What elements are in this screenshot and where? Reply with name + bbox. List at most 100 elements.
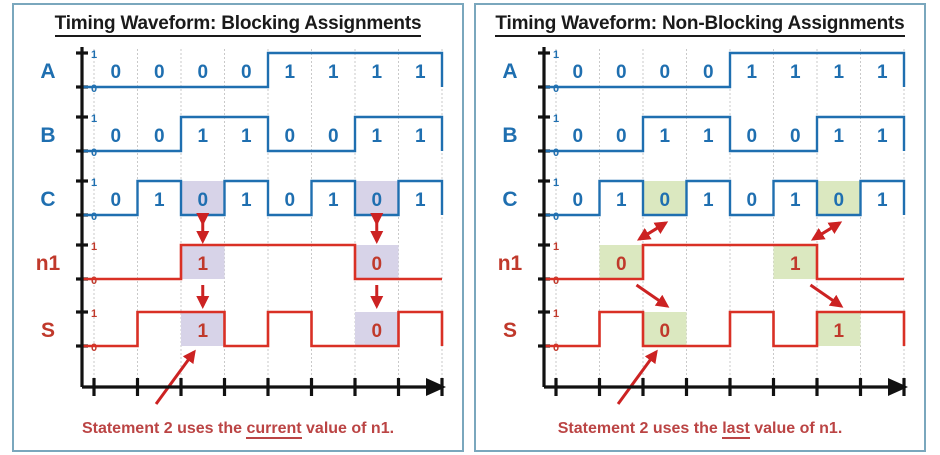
cell-value: 0 [616,126,627,147]
signal-label-B: B [502,124,517,147]
time-axis-arrowhead [888,378,908,396]
cell-value: 0 [572,62,583,83]
signal-label-B: B [40,124,55,147]
cell-value: 1 [790,254,801,275]
axis-label-high: 1 [91,241,97,253]
cell-value: 0 [154,126,165,147]
cell-value: 1 [877,62,888,83]
cell-value: 0 [790,126,801,147]
caption-before: Statement 2 uses the [557,420,723,437]
axes [542,47,908,396]
panel-caption-blocking: Statement 2 uses the current value of n1… [14,420,462,439]
highlight-cell [773,245,817,279]
waveform-path-C [82,179,444,217]
cell-value: 1 [616,190,627,211]
cell-value: 1 [241,190,252,211]
panel-caption-non-blocking: Statement 2 uses the last value of n1. [476,420,924,439]
cell-value: 1 [833,126,844,147]
cell-value: 0 [284,126,295,147]
cell-value: 1 [790,62,801,83]
highlight-cell [599,245,643,279]
panel-title-text: Timing Waveform: Blocking Assignments [54,13,422,37]
cell-value: 0 [659,190,670,211]
cell-value: 0 [703,62,714,83]
cell-value: 0 [746,126,757,147]
arrow-diag-down-right [635,283,670,308]
cell-value: 0 [371,190,382,211]
cell-value: 1 [877,190,888,211]
caption-underlined: last [722,420,750,439]
cell-value: 0 [154,62,165,83]
annotation-arrows [616,221,844,405]
caption-underlined: current [246,420,302,439]
cell-value: 0 [371,254,382,275]
cell-value: 0 [659,62,670,83]
cell-value: 1 [241,126,252,147]
cell-value: 1 [415,190,426,211]
axis-label-low: 0 [553,211,559,223]
annotation-arrows [154,212,384,405]
axes [80,47,446,396]
highlight-cell [181,312,225,346]
cell-value: 1 [197,254,208,275]
cell-value: 0 [572,190,583,211]
axis-label-high: 1 [91,308,97,320]
cell-value: 0 [572,126,583,147]
axis-label-high: 1 [91,49,97,61]
waveform-path-A [544,51,906,89]
axis-label-low: 0 [553,275,559,287]
panel-title-text: Timing Waveform: Non-Blocking Assignment… [495,13,905,37]
panel-blocking: Timing Waveform: Blocking Assignments A 1… [12,3,464,452]
arrow-diag-down-right [809,283,844,308]
axis-label-low: 0 [91,342,97,354]
axis-label-low: 0 [553,83,559,95]
arrow-diag-up-right [812,221,843,241]
axis-label-high: 1 [553,113,559,125]
waveform-path-n1 [544,243,904,281]
waveform-path-n1 [82,243,442,281]
arrow-diag-up-right [638,221,669,241]
axis-label-high: 1 [553,308,559,320]
signal-label-A: A [40,60,55,83]
cell-value: 1 [415,62,426,83]
axis-label-high: 1 [553,49,559,61]
cell-value: 0 [197,190,208,211]
cell-value: 1 [328,190,339,211]
panel-title-non-blocking: Timing Waveform: Non-Blocking Assignment… [476,13,924,37]
cell-value: 1 [371,62,382,83]
signal-label-A: A [502,60,517,83]
cell-value: 0 [110,190,121,211]
cell-value: 1 [197,321,208,342]
axis-label-high: 1 [91,113,97,125]
waveform-path-B [544,115,906,153]
cell-value: 1 [415,126,426,147]
signal-label-S: S [41,319,55,342]
signal-label-S: S [503,319,517,342]
signal-label-n1: n1 [36,252,61,275]
cell-value: 1 [703,126,714,147]
cell-value: 0 [284,190,295,211]
time-axis-arrowhead [426,378,446,396]
highlight-cell [355,245,399,279]
highlight-cell [817,181,861,215]
waveform-path-C [544,179,906,217]
highlight-cell [181,245,225,279]
caption-after: value of n1. [749,420,843,437]
cell-value: 0 [371,321,382,342]
cell-value: 1 [877,126,888,147]
cell-value: 0 [197,62,208,83]
axis-label-low: 0 [553,147,559,159]
highlight-cell [181,181,225,215]
highlight-cell [643,181,687,215]
cell-value: 0 [616,62,627,83]
cell-value: 1 [328,62,339,83]
cell-value: 0 [110,62,121,83]
cell-value: 1 [197,126,208,147]
